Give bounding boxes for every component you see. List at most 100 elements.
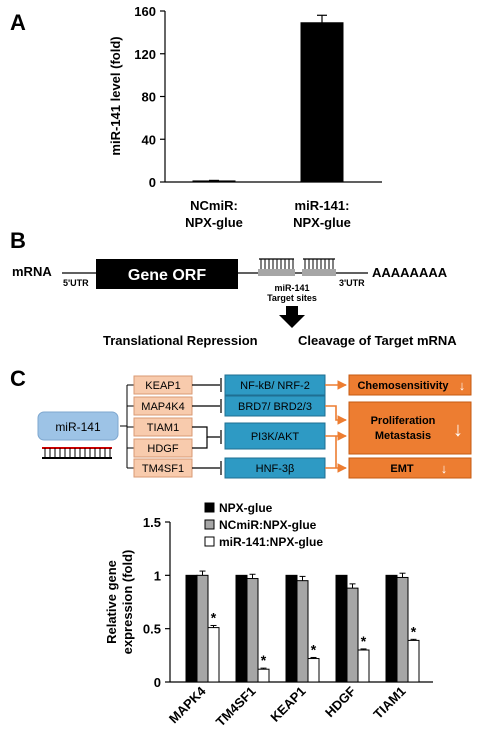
chart-a-category-1-line-2: NPX-glue (185, 215, 243, 230)
target-box-keap1: KEAP1 (133, 375, 193, 395)
chart-c-y-axis-label-line-1: Relative gene (104, 560, 119, 644)
chart-c-bar-mapk4-series-2 (196, 574, 209, 683)
chart-c-bar-tiam1-series-1 (385, 574, 398, 683)
inhibition-connectors (192, 378, 222, 475)
chart-a: miR-141 level (fold) 0 40 80 120 160 (108, 4, 382, 190)
legend-swatch-mir141-npx-glue (204, 536, 215, 547)
outcome-box-emt: EMT ↓ (348, 457, 472, 479)
chart-a-y-tick-label-0: 0 (149, 175, 156, 190)
pathway-label-pi3k-akt: PI3K/AKT (251, 431, 300, 443)
chart-c-category-label-keap1: KEAP1 (267, 684, 308, 725)
chart-a-category-1-line-1: NCmiR: (190, 198, 238, 213)
outcome-box-chemosensitivity: Chemosensitivity ↓ (348, 374, 472, 396)
chart-c-bar-keap1-series-2 (296, 580, 309, 683)
target-box-tiam1: TIAM1 (133, 417, 193, 437)
target-label-keap1: KEAP1 (145, 380, 180, 392)
outcome-label-emt: EMT (390, 463, 414, 475)
pathway-outcome-arrows (325, 380, 347, 473)
down-arrow-icon (279, 306, 305, 328)
legend-swatch-npx-glue (204, 502, 215, 513)
legend-label-mir141-npx-glue: miR-141:NPX-glue (219, 535, 323, 549)
chart-c-bar-tiam1-series-3 (407, 639, 420, 683)
chart-c-bar-mapk4-series-3 (207, 627, 220, 683)
chart-c-bar-tm4sf1-series-3 (257, 668, 270, 683)
emt-down-arrow-icon: ↓ (441, 461, 448, 476)
chart-c-category-label-hdgf: HDGF (322, 683, 359, 720)
chart-c-category-label-tm4sf1: TM4SF1 (213, 684, 259, 730)
chart-c-bar-tiam1-series-2 (396, 576, 409, 683)
target-label-tm4sf1: TM4SF1 (142, 463, 184, 475)
chart-c-bar-mapk4-series-1 (185, 574, 198, 683)
pathway-label-hnf3b: HNF-3β (256, 463, 295, 475)
legend-label-npx-glue: NPX-glue (219, 501, 273, 515)
utr5-label: 5'UTR (63, 278, 89, 288)
pathway-box-nfkb-nrf2: NF-kB/ NRF-2 (224, 374, 326, 396)
chart-c-significance-star: * (261, 652, 267, 668)
pathway-label-nfkb-nrf2: NF-kB/ NRF-2 (240, 380, 310, 392)
chart-c-bar-keap1-series-3 (307, 658, 320, 683)
chart-c-y-tick-label: 0 (154, 675, 161, 690)
polya-tail-label: AAAAAAAA (372, 265, 448, 280)
chart-a-y-tick-label-120: 120 (134, 47, 156, 62)
mir141-box (37, 411, 119, 441)
legend-swatch-ncmir-npx-glue (204, 519, 215, 530)
chart-c-bar-tm4sf1-series-1 (235, 574, 248, 683)
chart-c-category-label-mapk4: MAPK4 (166, 683, 209, 726)
chart-c: Relative gene expression (fold) NPX-glue… (104, 501, 433, 729)
chart-c-significance-star: * (311, 641, 317, 657)
utr3-label: 3'UTR (339, 278, 365, 288)
target-label-hdgf: HDGF (147, 443, 178, 455)
chart-c-y-axis-label-line-2: expression (fold) (120, 550, 135, 655)
chart-a-y-axis-label: miR-141 level (fold) (108, 36, 123, 155)
chart-c-bar-keap1-series-1 (285, 574, 298, 683)
target-label-map4k4: MAP4K4 (141, 401, 184, 413)
cleavage-label: Cleavage of Target mRNA (298, 333, 457, 348)
chart-a-y-tick-label-80: 80 (142, 90, 156, 105)
mrna-label: mRNA (12, 264, 52, 279)
target-site-block-1 (258, 269, 295, 276)
outcome-label-chemosensitivity: Chemosensitivity (357, 380, 449, 392)
chart-c-bar-hdgf-series-3 (357, 649, 370, 683)
panel-c-label: C (10, 366, 26, 391)
pathway-label-brd: BRD7/ BRD2/3 (238, 401, 312, 413)
legend-label-ncmir-npx-glue: NCmiR:NPX-glue (219, 518, 317, 532)
outcome-label-metastasis: Metastasis (375, 430, 431, 442)
chart-c-significance-star: * (211, 609, 217, 625)
chart-a-category-2-line-2: NPX-glue (293, 215, 351, 230)
pathway-box-pi3k-akt: PI3K/AKT (224, 422, 326, 450)
chart-c-bar-hdgf-series-1 (335, 574, 348, 683)
mirna-duplex-icon (42, 447, 112, 459)
chart-c-bar-tm4sf1-series-2 (246, 578, 259, 683)
gene-orf-label: Gene ORF (128, 267, 206, 284)
chart-c-significance-star: * (361, 633, 367, 649)
target-box-map4k4: MAP4K4 (133, 396, 193, 416)
pathway-box-hnf3b: HNF-3β (224, 457, 326, 479)
target-sites-label-line-1: miR-141 (274, 283, 309, 293)
chart-c-significance-star: * (411, 623, 417, 639)
chemosensitivity-down-arrow-icon: ↓ (459, 378, 466, 393)
mir141-label: miR-141 (55, 420, 101, 434)
target-sites-label-line-2: Target sites (267, 293, 317, 303)
proliferation-down-arrow-icon: ↓ (453, 419, 463, 441)
chart-c-y-tick-label: 1 (154, 568, 161, 583)
chart-a-bar-2 (300, 22, 344, 183)
chart-c-y-tick-label: 0.5 (143, 622, 161, 637)
chart-a-y-tick-label-40: 40 (142, 132, 156, 147)
chart-a-bar-1 (192, 180, 236, 183)
panel-a-label: A (10, 10, 26, 35)
chart-a-category-2-line-1: miR-141: (295, 198, 350, 213)
gene-orf-box (96, 259, 238, 289)
chart-c-legend: NPX-glue NCmiR:NPX-glue miR-141:NPX-glue (204, 501, 323, 549)
target-label-tiam1: TIAM1 (147, 422, 179, 434)
chart-a-y-tick-label-160: 160 (134, 4, 156, 19)
outcome-label-proliferation: Proliferation (371, 415, 436, 427)
translational-repression-label: Translational Repression (103, 333, 258, 348)
pathway-box-brd: BRD7/ BRD2/3 (224, 395, 326, 417)
panel-b-label: B (10, 228, 26, 253)
target-site-block-2 (302, 269, 336, 276)
chart-c-category-label-tiam1: TIAM1 (370, 684, 408, 722)
target-box-hdgf: HDGF (133, 438, 193, 458)
chart-c-y-tick-label: 1.5 (143, 515, 161, 530)
chart-c-bar-hdgf-series-2 (346, 587, 359, 683)
